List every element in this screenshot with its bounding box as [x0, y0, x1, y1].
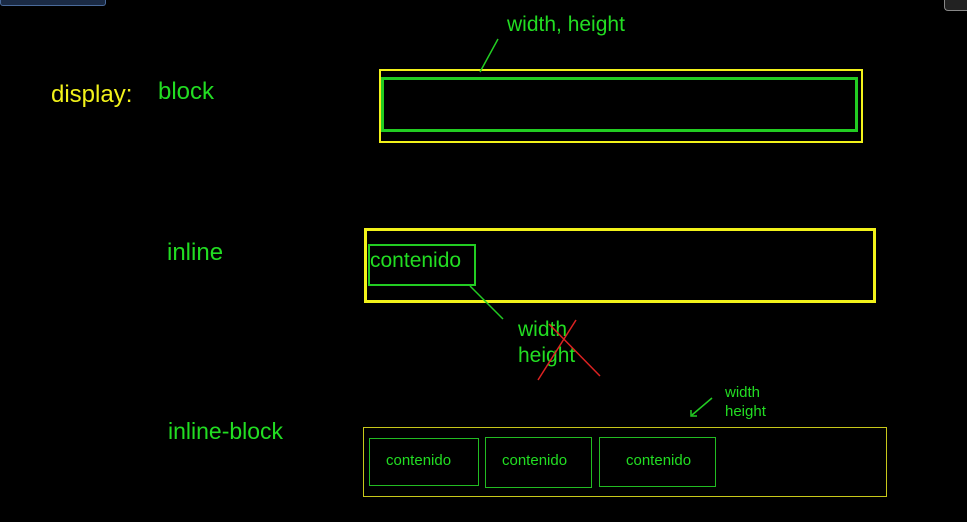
inline-block-item-box: [599, 437, 716, 487]
inline-block-item-text: contenido: [626, 452, 692, 469]
inline-block-item-text: contenido: [386, 452, 452, 469]
inline-block-item-text: contenido: [502, 452, 568, 469]
inline-width-annotation: width: [518, 318, 568, 341]
block-annotation-pointer: [479, 38, 499, 73]
display-label: display:: [51, 81, 133, 108]
inline-height-annotation: height: [518, 344, 576, 367]
cross-mark-icon: [548, 323, 601, 377]
inline-block-item-box: [369, 438, 479, 486]
window-edge-right: [944, 0, 967, 11]
window-edge-left: [0, 0, 106, 6]
block-label: block: [158, 78, 215, 105]
block-outer-box: [379, 69, 863, 143]
inline-label: inline: [167, 239, 224, 266]
cross-mark-icon: [537, 319, 577, 381]
inline-outer-box: [364, 228, 876, 303]
inline-block-width-annotation: width: [725, 384, 761, 401]
inline-block-item-box: [485, 437, 592, 488]
inline-block-label: inline-block: [168, 418, 284, 444]
inline-block-annotation-arrow: [691, 397, 713, 416]
block-inner-box: [381, 77, 858, 132]
inline-content-text: contenido: [370, 249, 462, 272]
arrowhead-icon: [690, 410, 697, 417]
inline-annotation-pointer: [469, 285, 504, 320]
inline-block-height-annotation: height: [725, 403, 766, 420]
inline-content-box: [368, 244, 476, 286]
block-width-height-annotation: width, height: [507, 13, 625, 36]
inline-block-outer-box: [363, 427, 887, 497]
